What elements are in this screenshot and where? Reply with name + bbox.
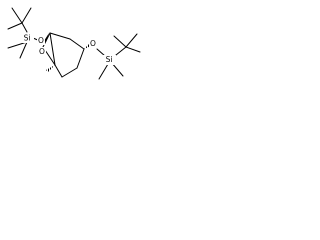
si-right-mask: [103, 55, 116, 65]
bond-c2-c3: [69, 38, 85, 50]
bond-c6-c1: [49, 32, 56, 66]
bond-c4-c5: [61, 67, 78, 78]
bond-c3-c4: [76, 48, 85, 69]
bond-c1-c2: [49, 32, 71, 40]
oxygen-atom-epoxide: O: [39, 47, 45, 56]
bond-si-methyl-right-2: [98, 63, 109, 80]
bond-tbu-methyl-2: [21, 7, 32, 24]
wedge-bond-c1-o: [44, 33, 49, 42]
bond-tbu-si-left: [21, 22, 28, 33]
silicon-atom-left: Si: [24, 34, 31, 43]
bond-tbu-methyl-right-2: [125, 33, 138, 48]
cyclohexane-ring: [49, 32, 85, 78]
o-epoxide-mask: [38, 47, 46, 56]
right-tbs-group: [96, 33, 141, 80]
molecule-structure: Si O O O Si: [7, 7, 141, 80]
bond-tbu-methyl-right-3: [125, 46, 141, 53]
o-left-mask: [37, 36, 45, 45]
bond-si-methyl-left-2: [19, 41, 28, 59]
bond-tbu-methyl-3: [7, 22, 23, 30]
hash-bond-c6-methyl: [46, 65, 55, 72]
o-right-mask: [89, 39, 97, 48]
oxygen-atom-right: O: [90, 39, 96, 48]
silicon-atom-right: Si: [106, 55, 113, 64]
bond-o-si-right: [96, 48, 106, 57]
bond-tbu-methyl-1: [11, 7, 23, 24]
si-left-mask: [21, 33, 34, 43]
oxygen-atom-left: O: [38, 36, 44, 45]
bond-c5-c6: [54, 64, 63, 78]
bond-tbu-methyl-right-1: [113, 35, 127, 48]
